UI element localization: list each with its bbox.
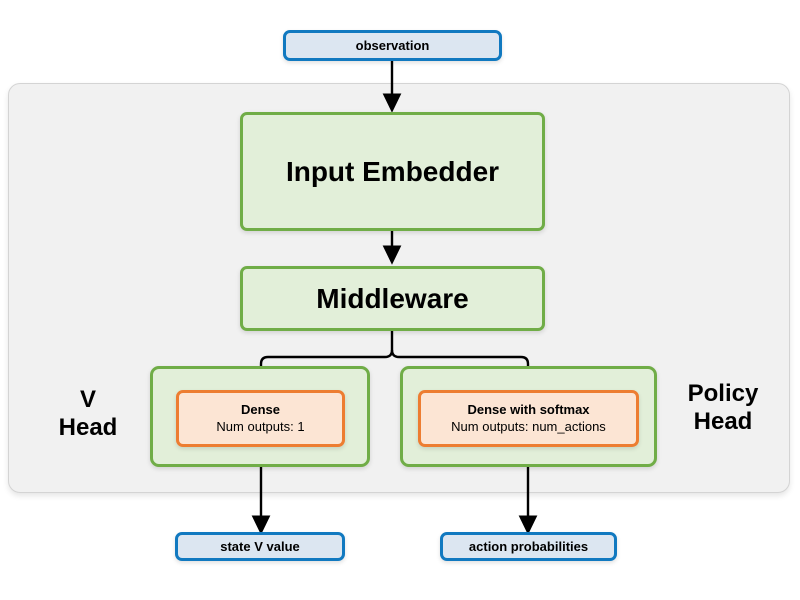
policy-head-label-line1: Policy [687, 380, 759, 407]
v-head-dense-box[interactable]: Dense Num outputs: 1 [176, 390, 345, 447]
node-input-embedder-label: Input Embedder [285, 155, 500, 187]
policy-head-dense-title: Dense with softmax [467, 402, 590, 418]
v-head-dense-title: Dense [240, 402, 281, 418]
node-middleware-label: Middleware [316, 282, 469, 314]
policy-head-label-line2: Head [693, 407, 753, 435]
node-middleware[interactable]: Middleware [240, 266, 545, 331]
node-state-v-value[interactable]: state V value [175, 532, 345, 561]
v-head-dense-subtitle: Num outputs: 1 [216, 418, 305, 434]
v-head-label-line1: V [79, 386, 96, 413]
node-input-embedder[interactable]: Input Embedder [240, 112, 545, 231]
v-head-label: V Head [38, 386, 138, 441]
node-observation[interactable]: observation [283, 30, 502, 61]
policy-head-dense-box[interactable]: Dense with softmax Num outputs: num_acti… [418, 390, 639, 447]
node-observation-label: observation [355, 38, 430, 53]
node-action-probabilities[interactable]: action probabilities [440, 532, 617, 561]
v-head-label-line2: Head [58, 413, 118, 441]
node-action-probabilities-label: action probabilities [468, 539, 589, 554]
policy-head-label: Policy Head [665, 380, 781, 435]
node-state-v-value-label: state V value [220, 539, 300, 554]
policy-head-dense-subtitle: Num outputs: num_actions [451, 418, 606, 434]
